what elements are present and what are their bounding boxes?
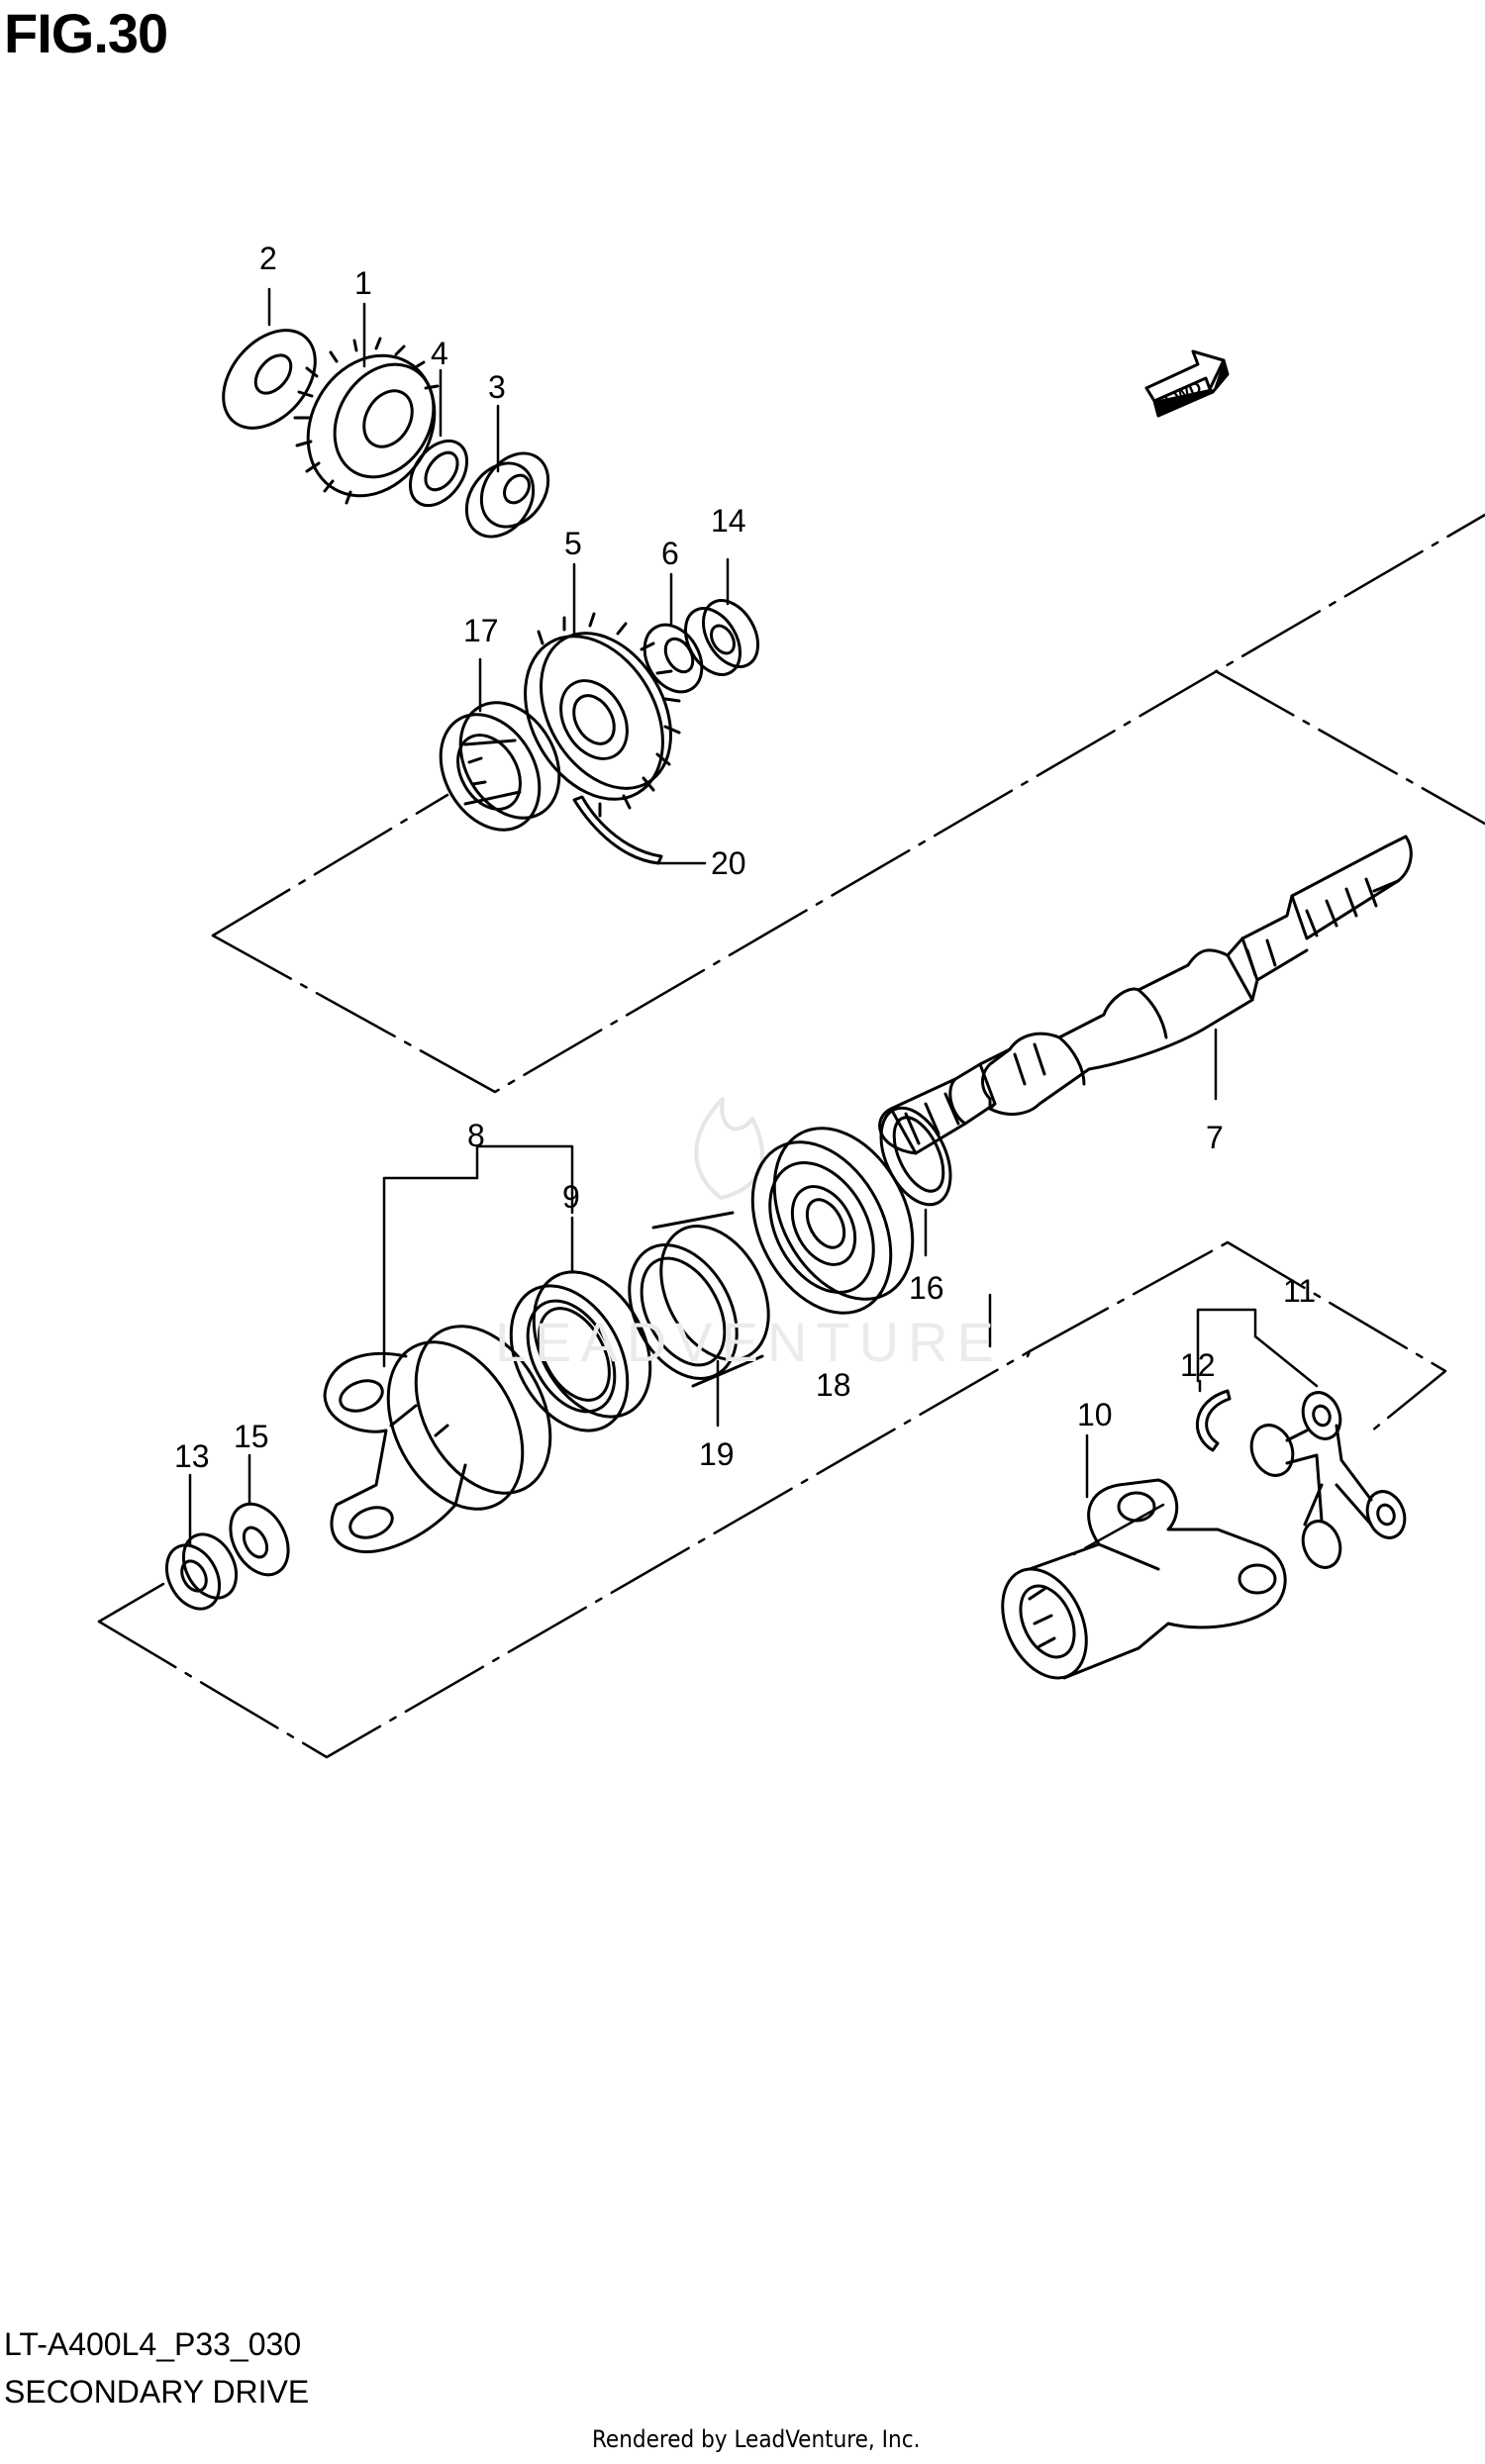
part-19-bearing-case: [628, 1211, 770, 1388]
callout-17: 17: [463, 613, 499, 648]
figure-code: LT-A400L4_P33_030: [4, 2326, 302, 2362]
part-5-driven-gear: [524, 612, 681, 818]
part-20-circlip: [572, 795, 663, 865]
callout-14: 14: [711, 503, 746, 539]
callout-6: 6: [661, 536, 679, 571]
lower-assembly-frame: [97, 1240, 1447, 1759]
callout-8: 8: [467, 1118, 485, 1153]
part-9-oil-seal: [509, 1270, 652, 1432]
callout-5: 5: [564, 526, 582, 561]
part-8-coupling-yoke: [323, 1325, 552, 1554]
figure-title: FIG.30: [4, 2, 168, 64]
callout-15: 15: [234, 1419, 269, 1454]
part-13-nut: [164, 1532, 239, 1611]
callout-3: 3: [488, 369, 506, 405]
part-17-needle-bearing: [439, 701, 561, 832]
part-3-nut: [464, 451, 550, 539]
figure-name: SECONDARY DRIVE: [4, 2374, 310, 2410]
render-credit: Rendered by LeadVenture, Inc.: [592, 2425, 921, 2453]
upper-assembly-frame: [211, 513, 1485, 1094]
part-6-washer: [643, 623, 704, 694]
callout-9: 9: [562, 1179, 580, 1215]
callout-leader-lines: [188, 287, 1319, 1546]
callout-19: 19: [699, 1436, 735, 1472]
part-12-circlip: [1196, 1389, 1232, 1452]
callout-1: 1: [354, 265, 372, 301]
callout-18: 18: [816, 1367, 851, 1403]
part-7-secondary-shaft: [878, 835, 1413, 1155]
part-2-washer: [222, 329, 317, 430]
callout-7: 7: [1206, 1120, 1224, 1155]
watermark-flame-icon: [694, 1097, 764, 1200]
callout-4: 4: [431, 336, 448, 371]
callout-20: 20: [711, 845, 746, 881]
callout-2: 2: [259, 241, 277, 276]
callout-12: 12: [1180, 1347, 1216, 1383]
part-15-washer: [229, 1502, 290, 1577]
part-10-universal-joint-yoke: [1001, 1478, 1287, 1680]
part-14-nut: [684, 599, 759, 676]
fwd-direction-arrow-icon: [1144, 349, 1230, 418]
part-18-ball-bearing: [750, 1127, 915, 1315]
callout-13: 13: [174, 1438, 210, 1474]
callout-labels: 2 1 4 3 5 6 14 17 20 7 8 9 16 18 19 11 1…: [174, 241, 1316, 1474]
callout-10: 10: [1077, 1397, 1113, 1432]
watermark-text: LEADVENTURE: [495, 1311, 1003, 1373]
callout-16: 16: [909, 1270, 944, 1306]
part-11-universal-joint-spider: [1249, 1391, 1407, 1569]
part-4-washer: [408, 439, 469, 508]
callout-11: 11: [1283, 1273, 1316, 1309]
